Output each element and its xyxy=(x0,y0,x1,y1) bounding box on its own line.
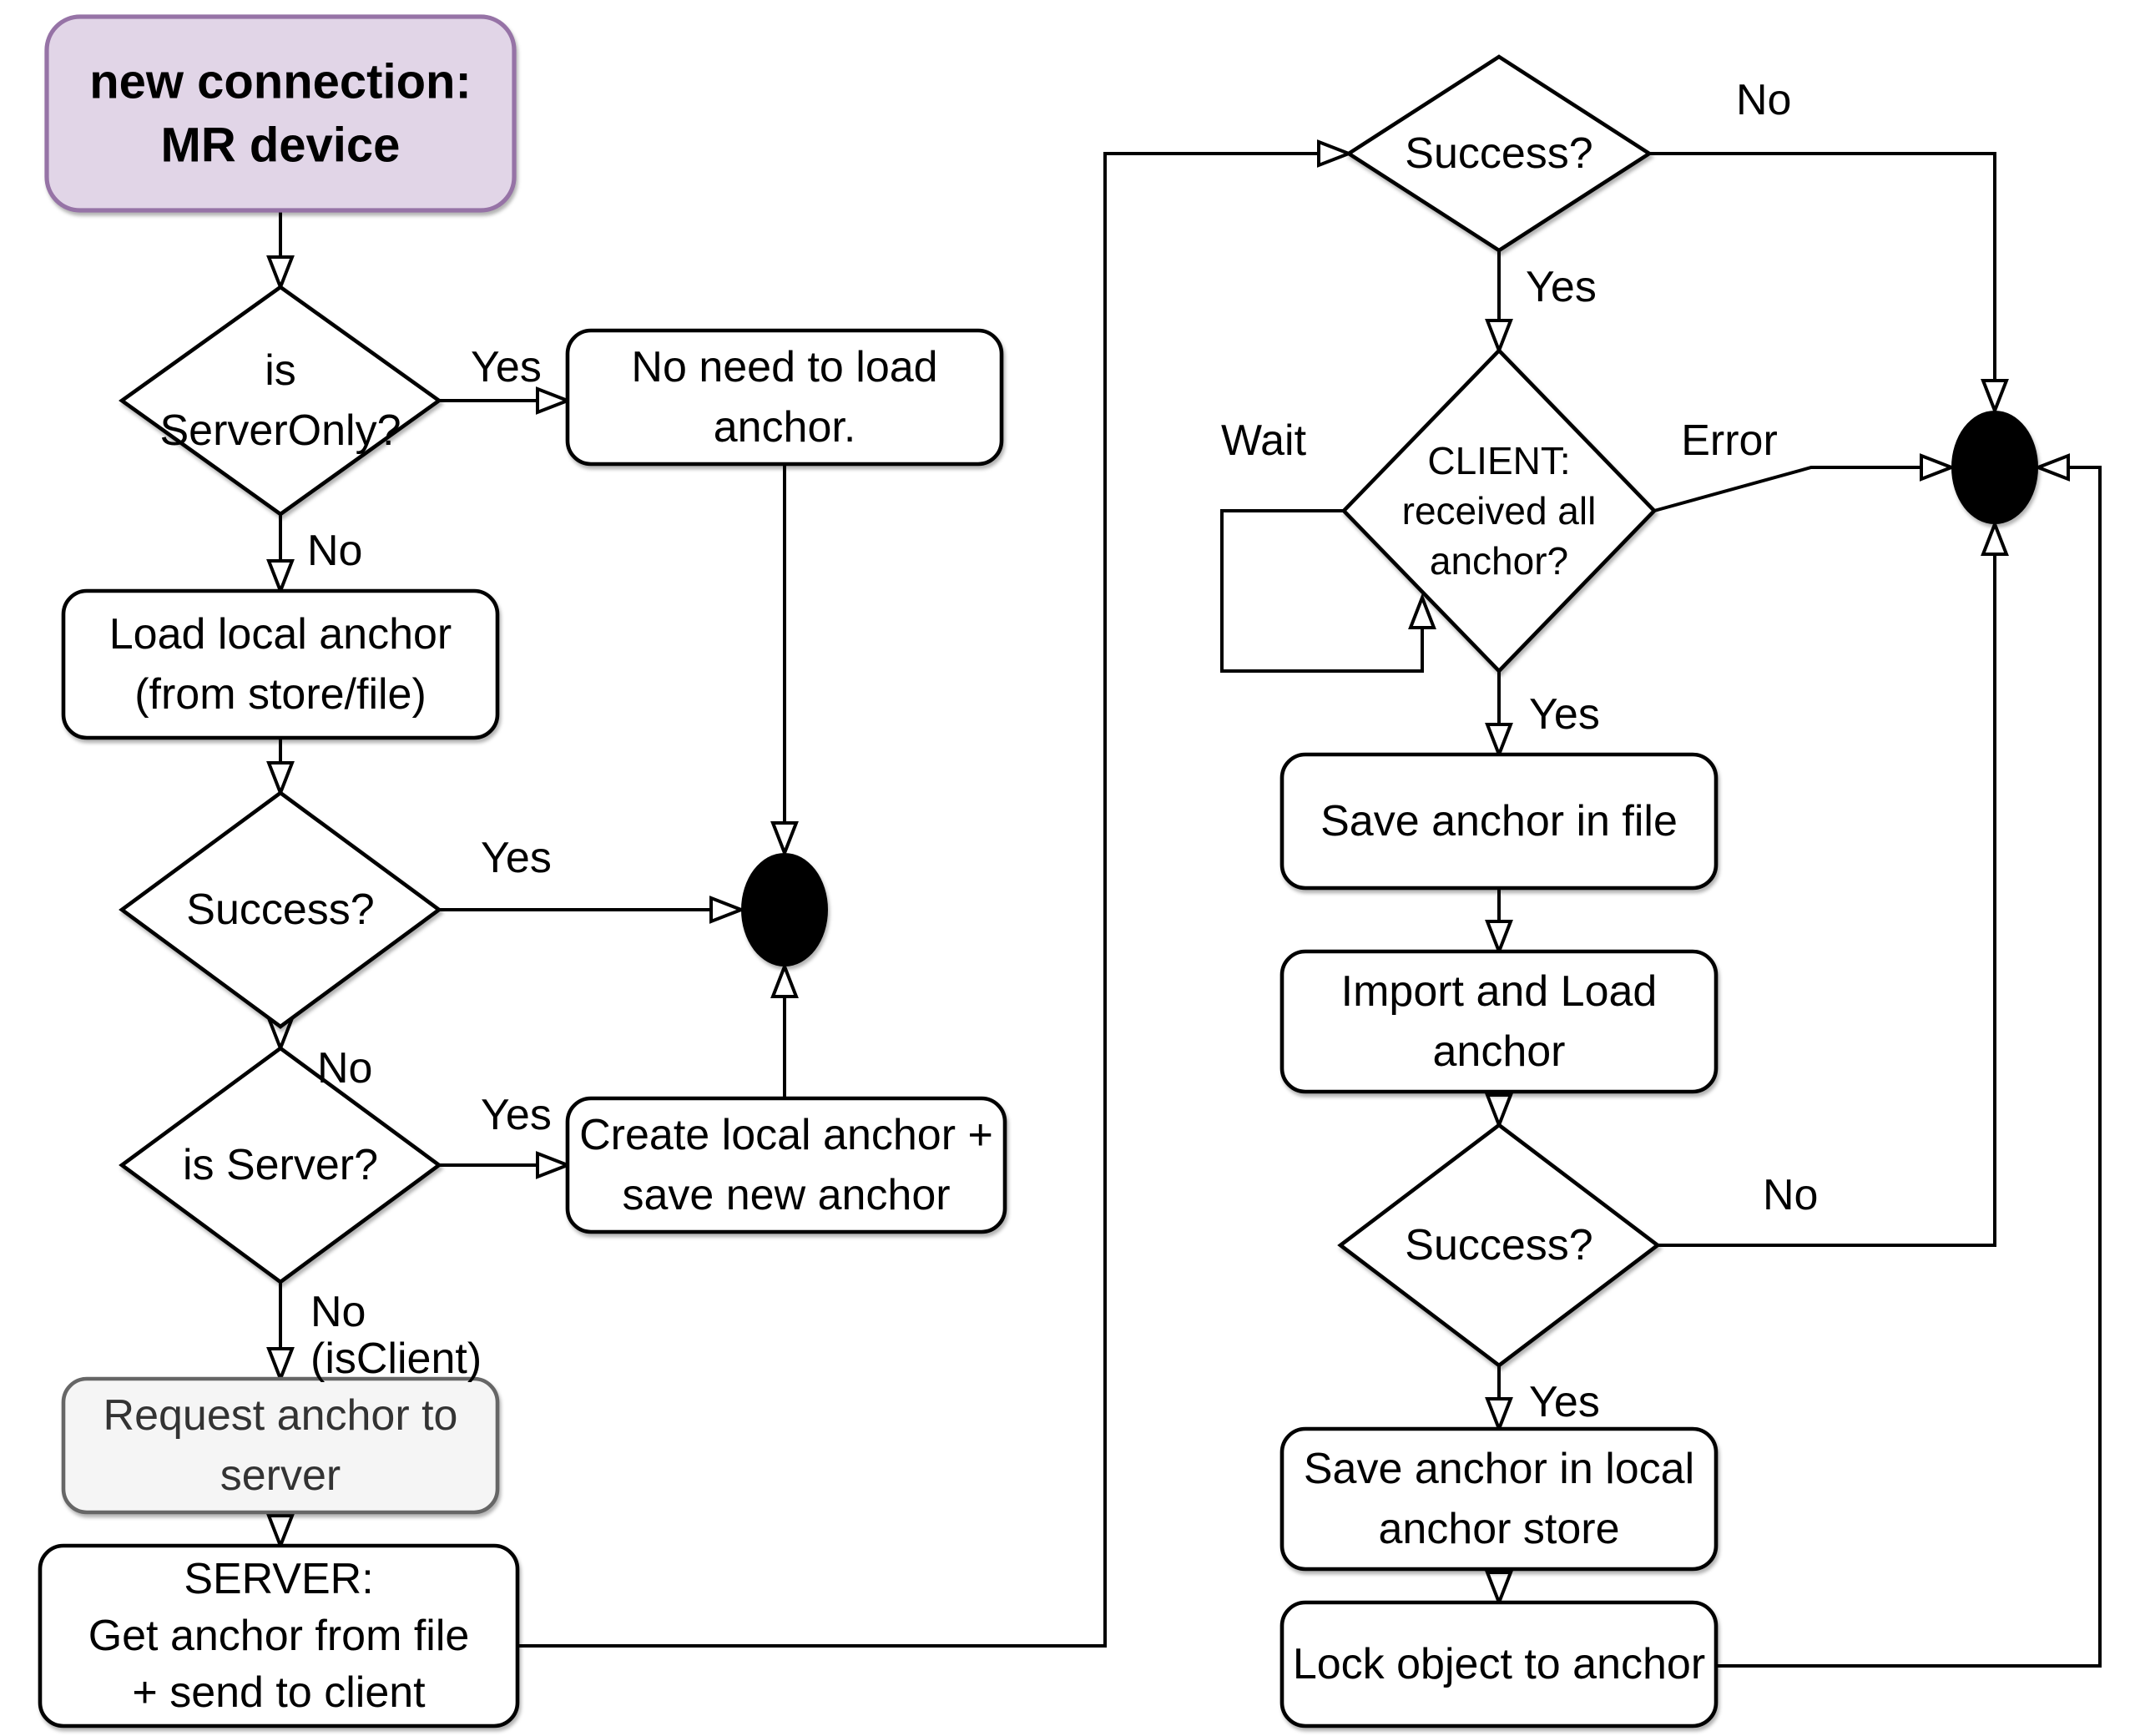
label-client-yes: Yes xyxy=(1529,690,1600,739)
process-create-local-anchor-line-1: Create local anchor + xyxy=(579,1111,993,1159)
process-request-anchor: Request anchor to server xyxy=(61,1376,500,1515)
process-request-anchor-line-2: server xyxy=(220,1451,341,1500)
process-load-local-anchor-line-2: (from store/file) xyxy=(134,670,426,719)
process-create-local-anchor-line-2: save new anchor xyxy=(622,1171,950,1219)
label-is-server-no: No xyxy=(310,1288,366,1336)
merge-node-left xyxy=(741,853,828,966)
label-success-load-yes: Yes xyxy=(481,834,552,882)
decision-success-server: Success? xyxy=(1345,54,1653,253)
edge-server-get-to-success-server xyxy=(517,154,1349,1648)
label-is-server-only-yes: Yes xyxy=(471,343,542,391)
decision-success-import-line-1: Success? xyxy=(1405,1221,1592,1269)
process-save-anchor-file: Save anchor in file xyxy=(1279,752,1719,891)
process-import-load-anchor-shape xyxy=(1279,949,1719,1094)
decision-client-received-shape xyxy=(1340,347,1658,674)
decision-client-received-line-1: CLIENT: xyxy=(1427,439,1570,482)
edges xyxy=(280,152,2102,1668)
decision-client-received: CLIENT: received all anchor? xyxy=(1340,347,1658,674)
process-create-local-anchor-shape xyxy=(565,1096,1007,1234)
process-load-local-anchor: Load local anchor (from store/file) xyxy=(61,588,500,740)
start-node-line-1: new connection: xyxy=(89,55,472,109)
process-lock-object-shape xyxy=(1279,1600,1719,1728)
process-no-need-load-line-2: anchor. xyxy=(714,403,856,452)
process-save-anchor-file-shape xyxy=(1279,752,1719,891)
start-node-shape xyxy=(44,14,517,213)
process-server-get-anchor: SERVER: Get anchor from file + send to c… xyxy=(38,1543,520,1728)
process-lock-object-line-1: Lock object to anchor xyxy=(1293,1640,1705,1688)
process-no-need-load-shape xyxy=(565,328,1004,467)
decision-client-received-line-3: anchor? xyxy=(1430,539,1568,583)
label-is-server-yes: Yes xyxy=(481,1091,552,1139)
process-load-local-anchor-line-1: Load local anchor xyxy=(109,610,452,659)
process-server-get-anchor-shape xyxy=(38,1543,520,1728)
process-server-get-anchor-line-2: Get anchor from file xyxy=(88,1612,470,1660)
edge-labels: Yes No Yes No Yes No (isClient) No Yes W… xyxy=(307,76,1818,1426)
process-import-load-anchor-line-1: Import and Load xyxy=(1341,967,1658,1016)
edge-client-error-to-merge xyxy=(1653,467,1951,512)
process-server-get-anchor-line-1: SERVER: xyxy=(184,1555,373,1603)
start-node: new connection: MR device xyxy=(44,14,517,213)
decision-is-server-only-line-1: is xyxy=(265,346,296,395)
process-server-get-anchor-line-3: + send to client xyxy=(132,1668,426,1717)
process-no-need-load-line-1: No need to load xyxy=(631,343,937,391)
process-load-local-anchor-shape xyxy=(61,588,500,740)
decision-is-server-only-shape xyxy=(119,285,442,517)
nodes: new connection: MR device is ServerOnly?… xyxy=(38,14,2038,1728)
label-client-error: Error xyxy=(1681,416,1778,465)
process-save-anchor-file-line-1: Save anchor in file xyxy=(1320,797,1678,845)
decision-success-import: Success? xyxy=(1337,1123,1661,1368)
decision-is-server-only: is ServerOnly? xyxy=(119,285,442,517)
process-no-need-load: No need to load anchor. xyxy=(565,328,1004,467)
label-is-server-isclient: (isClient) xyxy=(310,1335,482,1383)
label-success-import-yes: Yes xyxy=(1529,1378,1600,1426)
decision-success-import-shape xyxy=(1337,1123,1661,1368)
decision-is-server-only-line-2: ServerOnly? xyxy=(160,406,401,455)
label-success-import-no: No xyxy=(1763,1171,1818,1219)
process-lock-object: Lock object to anchor xyxy=(1279,1600,1719,1728)
decision-is-server-shape xyxy=(119,1046,442,1284)
edge-lock-to-merge xyxy=(1716,467,2102,1668)
label-success-server-no: No xyxy=(1736,76,1791,124)
decision-success-load: Success? xyxy=(119,790,442,1029)
decision-success-server-shape xyxy=(1345,54,1653,253)
process-request-anchor-shape xyxy=(61,1376,500,1515)
label-client-wait: Wait xyxy=(1221,416,1307,465)
decision-success-server-line-1: Success? xyxy=(1405,129,1592,178)
process-save-anchor-store-shape xyxy=(1279,1426,1719,1572)
label-success-load-no: No xyxy=(317,1044,372,1093)
process-save-anchor-store-line-2: anchor store xyxy=(1378,1505,1619,1553)
label-success-server-yes: Yes xyxy=(1526,263,1597,311)
edge-success-server-no-to-merge xyxy=(1649,152,1995,411)
process-create-local-anchor: Create local anchor + save new anchor xyxy=(565,1096,1007,1234)
decision-success-load-line-1: Success? xyxy=(186,886,374,934)
decision-success-load-shape xyxy=(119,790,442,1029)
start-node-line-2: MR device xyxy=(161,119,401,173)
decision-is-server-line-1: is Server? xyxy=(183,1141,378,1189)
decision-is-server: is Server? xyxy=(119,1046,442,1284)
merge-node-right xyxy=(1951,411,2038,524)
edge-client-wait-loop xyxy=(1220,509,1422,673)
process-import-load-anchor-line-2: anchor xyxy=(1433,1027,1566,1076)
process-request-anchor-line-1: Request anchor to xyxy=(103,1391,458,1440)
edge-success-import-no-to-merge xyxy=(1658,524,1995,1247)
decision-client-received-line-2: received all xyxy=(1402,489,1597,532)
process-save-anchor-store-line-1: Save anchor in local xyxy=(1304,1445,1694,1493)
process-save-anchor-store: Save anchor in local anchor store xyxy=(1279,1426,1719,1572)
label-is-server-only-no: No xyxy=(307,527,362,575)
process-import-load-anchor: Import and Load anchor xyxy=(1279,949,1719,1094)
